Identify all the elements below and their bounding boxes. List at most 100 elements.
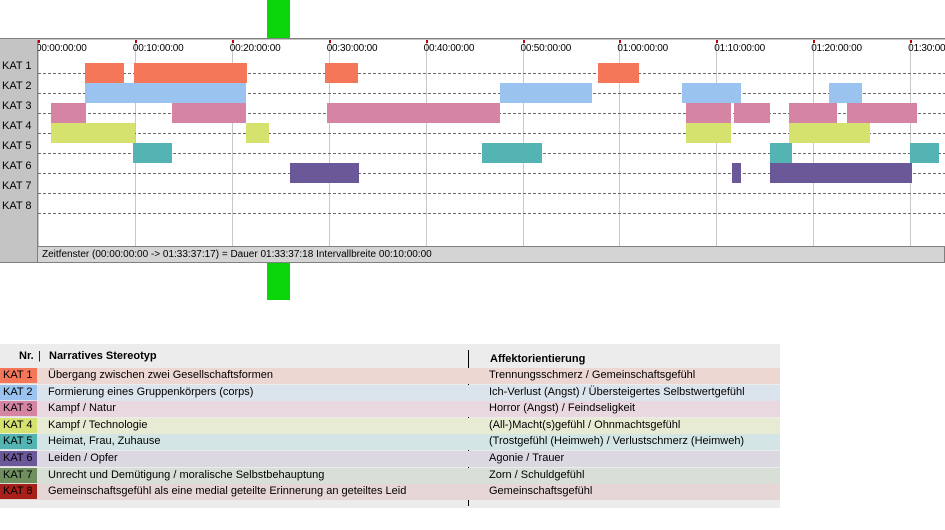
row-label-kat-3: KAT 3 <box>2 100 32 112</box>
segment-kat-1[interactable] <box>325 63 358 83</box>
time-tick-mark <box>38 40 40 43</box>
time-tick-mark <box>231 40 234 43</box>
row-baseline <box>38 133 945 134</box>
legend-row: KAT 6 Leiden / Opfer Agonie / Trauer <box>0 451 780 467</box>
legend-row: KAT 8 Gemeinschaftsgefühl als eine medial… <box>0 484 780 501</box>
stereotyp-text: Gemeinschaftsgefühl als eine medial gete… <box>48 485 407 498</box>
legend-header-stereotyp: Narratives Stereotyp <box>49 350 157 362</box>
time-gridline <box>425 40 427 246</box>
segment-kat-2[interactable] <box>84 83 247 103</box>
time-label: 01:10:00:00 <box>714 43 765 54</box>
category-badge: KAT 5 <box>0 434 37 450</box>
segment-kat-5[interactable] <box>769 143 793 163</box>
stereotyp-text: Übergang zwischen zwei Gesellschaftsform… <box>48 369 273 381</box>
row-label-kat-7: KAT 7 <box>2 180 32 192</box>
timeline-status-bar: Zeitfenster (00:00:00:00 -> 01:33:37:17)… <box>37 246 945 263</box>
row-label-kat-1: KAT 1 <box>2 60 32 72</box>
segment-kat-5[interactable] <box>133 143 173 163</box>
segment-kat-1[interactable] <box>134 63 248 83</box>
row-baseline <box>38 73 945 74</box>
segment-kat-6[interactable] <box>732 163 741 183</box>
time-gridline <box>619 40 621 246</box>
row-baseline <box>38 93 945 94</box>
row-baseline <box>38 193 945 194</box>
category-badge: KAT 6 <box>0 451 37 466</box>
time-label: 01:00:00:00 <box>617 43 669 54</box>
time-gridline <box>716 40 718 246</box>
stereotyp-text: Kampf / Natur <box>48 402 116 415</box>
category-badge: KAT 8 <box>0 484 37 500</box>
segment-kat-3[interactable] <box>172 103 247 123</box>
segment-kat-2[interactable] <box>499 83 592 103</box>
time-tick-mark <box>619 40 622 43</box>
time-label: 00:40:00:00 <box>423 43 475 54</box>
legend-header-affekt: Affektorientierung <box>490 353 586 365</box>
row-baseline <box>38 213 945 214</box>
affekt-text: Gemeinschaftsgefühl <box>489 485 593 498</box>
category-badge: KAT 7 <box>0 467 37 483</box>
time-tick-mark <box>522 40 525 43</box>
affekt-text: (Trostgefühl (Heimweh) / Verlustschmerz … <box>489 435 745 448</box>
segment-kat-3[interactable] <box>327 103 500 123</box>
time-tick-mark <box>716 40 719 43</box>
stereotyp-text: Leiden / Opfer <box>48 452 118 464</box>
time-tick-mark <box>328 40 331 43</box>
category-badge: KAT 1 <box>0 368 37 383</box>
time-tick-mark <box>134 40 137 43</box>
playhead-marker-top[interactable] <box>267 0 290 38</box>
category-badge: KAT 3 <box>0 401 37 417</box>
stereotyp-text: Formierung eines Gruppenkörpers (corps) <box>48 385 254 398</box>
segment-kat-4[interactable] <box>788 123 870 143</box>
time-gridline <box>328 40 330 246</box>
time-tick-mark <box>425 40 428 43</box>
row-baseline <box>38 173 945 174</box>
affekt-text: Horror (Angst) / Feindseligkeit <box>489 402 636 415</box>
segment-kat-1[interactable] <box>598 63 639 83</box>
time-label: 01:20:00:00 <box>811 43 862 54</box>
time-gridline <box>813 40 815 246</box>
segment-kat-3[interactable] <box>685 103 731 123</box>
segment-kat-1[interactable] <box>84 63 124 83</box>
time-tick-mark <box>813 40 816 43</box>
time-label: 00:10:00:00 <box>132 43 184 54</box>
segment-kat-6[interactable] <box>289 163 360 183</box>
segment-kat-3[interactable] <box>734 103 770 123</box>
category-legend: Nr. | Narratives Stereotyp Affektorienti… <box>0 344 780 508</box>
legend-row: KAT 2 Formierung eines Gruppenkörpers (co… <box>0 384 780 401</box>
time-label: 01:30:00:00 <box>908 43 945 54</box>
segment-kat-3[interactable] <box>847 103 917 123</box>
segment-kat-5[interactable] <box>482 143 542 163</box>
timeline-panel: KAT 1 KAT 2 KAT 3 KAT 4 KAT 5 KAT 6 KAT 7 KAT 8… <box>0 38 945 263</box>
category-badge: KAT 4 <box>0 417 37 433</box>
segment-kat-3[interactable] <box>50 103 87 123</box>
segment-kat-4[interactable] <box>246 123 269 143</box>
segment-kat-2[interactable] <box>829 83 862 103</box>
time-label: 00:50:00:00 <box>520 43 572 54</box>
affekt-text: Agonie / Trauer <box>489 452 565 464</box>
row-label-kat-6: KAT 6 <box>2 160 32 172</box>
segment-kat-4[interactable] <box>685 123 731 143</box>
affekt-text: Ich-Verlust (Angst) / Übersteigertes Sel… <box>489 385 745 398</box>
time-tick-mark <box>910 40 913 43</box>
row-label-kat-5: KAT 5 <box>2 140 32 152</box>
segment-kat-4[interactable] <box>50 123 135 143</box>
playhead-marker-bottom[interactable] <box>267 263 290 300</box>
segment-kat-2[interactable] <box>682 83 741 103</box>
time-label: 00:20:00:00 <box>229 43 281 54</box>
time-label: 00:00:00:00 <box>37 43 87 54</box>
stereotyp-text: Kampf / Technologie <box>48 418 148 431</box>
segment-kat-6[interactable] <box>769 163 912 183</box>
category-badge: KAT 2 <box>0 384 37 400</box>
time-gridline <box>231 40 233 246</box>
legend-row: KAT 1 Übergang zwischen zwei Gesellschaft… <box>0 368 780 384</box>
segment-kat-3[interactable] <box>788 103 838 123</box>
row-label-kat-8: KAT 8 <box>2 200 32 212</box>
row-label-kat-2: KAT 2 <box>2 80 32 92</box>
segment-kat-5[interactable] <box>910 143 940 163</box>
row-label-kat-4: KAT 4 <box>2 120 32 132</box>
affekt-text: Trennungsschmerz / Gemeinschaftsgefühl <box>489 369 696 381</box>
stereotyp-text: Heimat, Frau, Zuhause <box>48 435 161 448</box>
